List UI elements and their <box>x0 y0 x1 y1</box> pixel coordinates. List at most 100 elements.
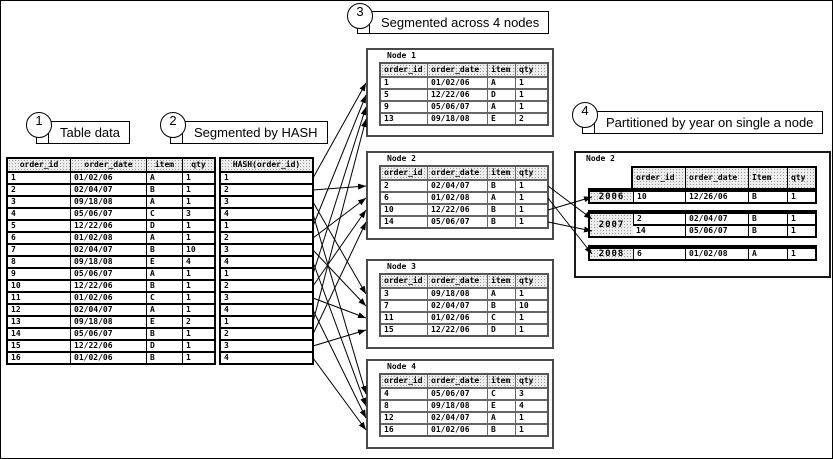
cell: 1 <box>182 351 214 363</box>
cell: 2 <box>182 315 214 327</box>
column-header: order_id <box>381 275 427 287</box>
cell: B <box>748 190 787 202</box>
hash-value-cell: 4 <box>221 351 312 363</box>
cell: 15 <box>381 323 427 335</box>
cell: 10 <box>8 279 70 291</box>
cell: A <box>487 191 515 203</box>
column-header: order_date <box>427 275 487 287</box>
cell: 1 <box>515 215 547 227</box>
hash-value-cell: 4 <box>221 207 312 219</box>
cell: A <box>146 171 182 183</box>
cell: C <box>487 311 515 323</box>
cell: D <box>487 323 515 335</box>
cell: 1 <box>182 303 214 315</box>
callout-segmented-across-nodes-label: Segmented across 4 nodes <box>356 11 550 34</box>
cell: 1 <box>515 323 547 335</box>
cell: 1 <box>787 247 815 259</box>
cell: E <box>146 255 182 267</box>
cell: 1 <box>787 190 815 202</box>
cell: 2 <box>515 112 547 124</box>
column-header: item <box>487 375 515 387</box>
cell: A <box>146 231 182 243</box>
cell: A <box>146 267 182 279</box>
hash-row: 4 <box>221 351 312 363</box>
cell: 8 <box>381 399 427 411</box>
cell: 1 <box>515 423 547 435</box>
cell: 1 <box>182 171 214 183</box>
cell: A <box>487 411 515 423</box>
cell: 01/02/08 <box>685 247 748 259</box>
cell: 12/22/06 <box>70 279 146 291</box>
hash-row: 2 <box>221 327 312 339</box>
column-header: order_id <box>381 375 427 387</box>
cell: D <box>146 339 182 351</box>
column-header: qty <box>515 375 547 387</box>
cell: 13 <box>381 112 427 124</box>
cell: B <box>146 327 182 339</box>
node-1-title: Node 1 <box>387 51 416 60</box>
cell: 1 <box>515 76 547 88</box>
cell: 3 <box>515 387 547 399</box>
cell: 05/06/07 <box>427 215 487 227</box>
cell: 12 <box>8 303 70 315</box>
cell: 12 <box>381 411 427 423</box>
cell: 02/04/07 <box>427 179 487 191</box>
cell: C <box>146 291 182 303</box>
cell: 1 <box>515 411 547 423</box>
cell: A <box>146 303 182 315</box>
cell: 1 <box>182 279 214 291</box>
hash-row: 3 <box>221 291 312 303</box>
hash-arrow <box>312 249 367 307</box>
year-cell: 2008 <box>590 247 633 259</box>
hash-arrow <box>312 261 367 407</box>
hash-arrow <box>312 297 367 319</box>
hash-value-cell: 4 <box>221 255 312 267</box>
hash-row: 4 <box>221 255 312 267</box>
cell: D <box>146 219 182 231</box>
hash-arrow <box>312 309 367 419</box>
cell: 4 <box>515 399 547 411</box>
callout-3-number-badge: 3 <box>347 3 373 29</box>
hash-value-cell: 3 <box>221 243 312 255</box>
column-header: Item <box>748 168 787 188</box>
cell: 01/02/08 <box>70 231 146 243</box>
cell: 12/22/06 <box>70 339 146 351</box>
cell: 10 <box>515 299 547 311</box>
column-header: qty <box>515 167 547 179</box>
cell: 01/02/08 <box>427 191 487 203</box>
cell: 01/02/06 <box>70 291 146 303</box>
cell: A <box>146 195 182 207</box>
cell: 02/04/07 <box>70 303 146 315</box>
cell: 6 <box>8 231 70 243</box>
hash-row: 1 <box>221 219 312 231</box>
cell: 1 <box>515 311 547 323</box>
cell: 05/06/07 <box>70 267 146 279</box>
cell: 3 <box>8 195 70 207</box>
cell: E <box>487 399 515 411</box>
cell: 01/02/06 <box>427 311 487 323</box>
hash-value-cell: 3 <box>221 291 312 303</box>
partitioned-node-title: Node 2 <box>586 154 615 163</box>
